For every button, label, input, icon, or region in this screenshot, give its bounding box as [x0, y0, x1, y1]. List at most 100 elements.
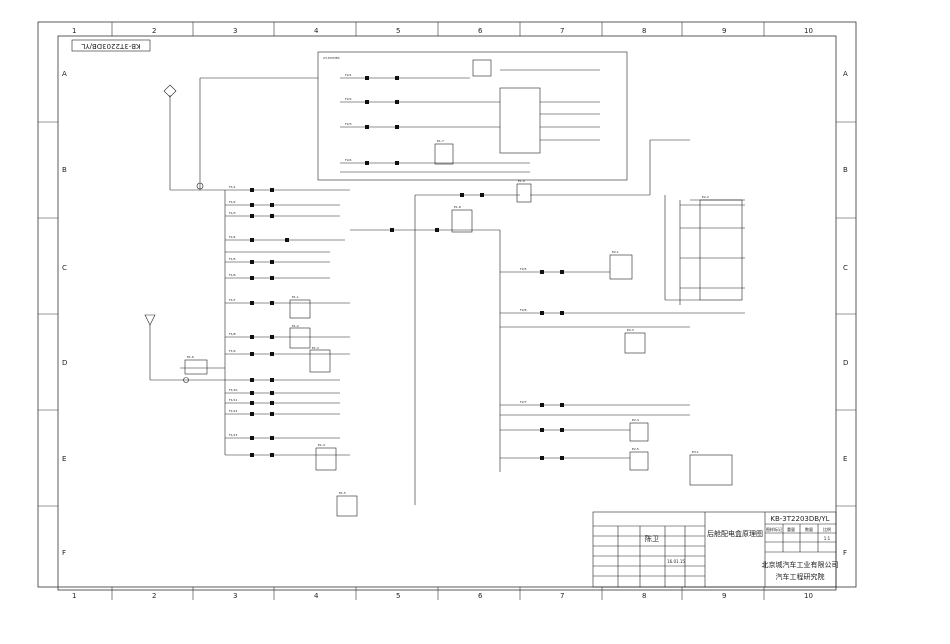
grid-row-b-r: B [843, 166, 848, 174]
grid-row-f-r: F [843, 549, 847, 557]
relay-label-e1-5: E1-5 [339, 491, 346, 495]
fuse-label-1: F1/1 [229, 185, 236, 189]
relay-label-e1-8: E1-8 [454, 205, 461, 209]
fuse-label-11: F1/11 [229, 398, 238, 402]
grid-col-4: 4 [314, 27, 319, 35]
relay-label-e1-1: E1-1 [292, 295, 299, 299]
grid-col-7: 7 [560, 27, 564, 35]
col-head-scale: 比例 [823, 526, 831, 532]
ground-point-icon-2 [183, 377, 189, 383]
grid-row-d-r: D [843, 359, 848, 367]
relay-right-upper [516, 183, 532, 203]
relay-e1-4 [315, 447, 337, 471]
fuse-label-14: F2/1 [345, 73, 352, 77]
col-head-qty: 数量 [805, 526, 813, 532]
fuse-label-15: F2/2 [345, 97, 352, 101]
fuse-label-12: F1/12 [229, 409, 238, 413]
relay-top [472, 59, 492, 77]
relay-e1-2 [289, 327, 311, 349]
col-head-marking: 图样标记 [766, 526, 782, 532]
grid-col-8-b: 8 [642, 592, 646, 600]
grid-row-c-r: C [843, 264, 848, 272]
battery-icon [163, 84, 177, 98]
fuse-label-18: F2/5 [520, 267, 527, 271]
relay-e3-1 [689, 454, 733, 486]
fuse-label-13: F1/13 [229, 433, 238, 437]
grid-row-a: A [62, 70, 67, 78]
drawing-number-top: KB-3T2203DB/YL [81, 42, 140, 50]
fuse-label-20: F2/7 [520, 400, 527, 404]
grid-col-6-b: 6 [478, 592, 483, 600]
signature-name: 陈卫 [645, 534, 659, 543]
ground-point-icon [196, 182, 204, 190]
fuse-label-7: F1/7 [229, 298, 236, 302]
relay-label-e1-7: E1-7 [437, 139, 444, 143]
relay-e1-1 [289, 299, 311, 319]
relay-e1-6 [184, 359, 208, 375]
grid-col-5: 5 [396, 27, 400, 35]
relay-label-e2-2: E2-2 [702, 195, 709, 199]
fuse-label-17: F2/4 [345, 158, 352, 162]
drawing-number-box-top: KB-3T2203DB/YL [71, 39, 151, 52]
grid-col-7-b: 7 [560, 592, 564, 600]
relay-label-e2-5: E2-5 [632, 447, 639, 451]
relay-label-e1-2: E1-2 [292, 324, 299, 328]
grid-col-3-b: 3 [233, 592, 237, 600]
power-symbols [144, 84, 204, 383]
grid-col-5-b: 5 [396, 592, 400, 600]
company-name: 北京城汽车工业有限公司 [762, 560, 839, 569]
grid-ticks [38, 22, 856, 600]
relay-center [451, 209, 473, 233]
relay-symbols [184, 59, 743, 517]
fuse-label-8: F1/8 [229, 332, 236, 336]
relay-e2-4 [629, 422, 649, 442]
dept-name: 汽车工程研究院 [776, 572, 825, 581]
grid-col-10: 10 [804, 27, 813, 35]
grid-col-2-b: 2 [152, 592, 156, 600]
grid-row-e-r: E [843, 455, 847, 463]
grid-row-e: E [62, 455, 66, 463]
inner-frame [57, 35, 837, 591]
relay-label-e2-4: E2-4 [632, 418, 639, 422]
grid-row-f: F [62, 549, 66, 557]
signature-date: 16.01.15 [667, 559, 685, 564]
grid-col-2: 2 [152, 27, 156, 35]
grid-col-10-b: 10 [804, 592, 813, 600]
grid-col-4-b: 4 [314, 592, 319, 600]
relay-label-e1-4: E1-4 [318, 443, 325, 447]
grid-row-a-r: A [843, 70, 848, 78]
grid-row-c: C [62, 264, 67, 272]
drawing-number-title-block: KB-3T2203DB/YL [770, 515, 829, 523]
drawing-title: 后舱配电盒原理图 [707, 529, 763, 538]
grid-row-b: B [62, 166, 67, 174]
fuse-label-10: F1/10 [229, 388, 238, 392]
col-head-weight: 重量 [787, 526, 795, 532]
grid-col-9: 9 [722, 27, 726, 35]
main-wiring [149, 69, 745, 505]
fuse-labels: F1/1 F1/2 F1/3 F1/4 F1/5 F1/6 F1/7 F1/8 … [229, 73, 527, 437]
grid-column-labels-top: 1 2 3 4 5 6 7 8 9 10 [72, 27, 813, 35]
relay-e2-1 [434, 143, 454, 165]
relay-e2-3 [624, 332, 646, 354]
scale-value: 1:1 [824, 536, 831, 541]
relay-e1-3 [309, 349, 331, 373]
fuse-label-2: F1/2 [229, 200, 236, 204]
fuse-cluster-top [499, 87, 541, 154]
grid-row-d: D [62, 359, 67, 367]
relay-e2-2 [609, 254, 633, 280]
grid-row-labels: A B C D E F A B C D E F [62, 70, 848, 557]
relay-e2-5 [629, 451, 649, 471]
grid-col-6: 6 [478, 27, 483, 35]
fuse-label-6: F1/6 [229, 273, 236, 277]
top-box-label: CT-SYKH83 [323, 56, 340, 60]
relay-label-e1-3: E1-3 [312, 346, 319, 350]
relay-bank-right [699, 199, 743, 301]
grid-col-8: 8 [642, 27, 646, 35]
connector-markers [250, 76, 564, 460]
outer-frame [37, 21, 857, 588]
grid-col-1-b: 1 [72, 592, 76, 600]
grid-col-9-b: 9 [722, 592, 726, 600]
fuse-label-19: F2/6 [520, 308, 527, 312]
fuse-label-4: F1/4 [229, 235, 236, 239]
